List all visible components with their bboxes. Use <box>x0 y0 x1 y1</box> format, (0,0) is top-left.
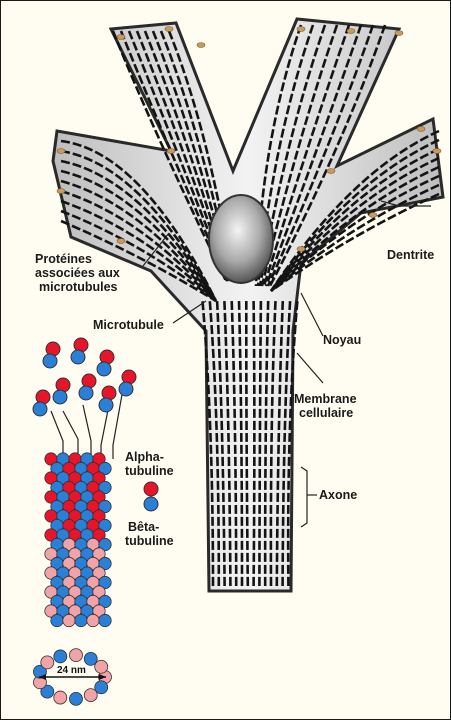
associated-protein <box>297 247 305 252</box>
label-dendrite: Dentrite <box>387 248 434 262</box>
label-microtubule: Microtubule <box>93 318 164 332</box>
label-proteines-3: microtubules <box>39 280 118 294</box>
associated-protein <box>117 239 125 244</box>
beta-subunit <box>53 390 67 404</box>
beta-subunit <box>71 350 85 364</box>
associated-protein <box>369 213 377 218</box>
label-beta-1: Bêta- <box>128 520 159 534</box>
label-membrane-2: cellulaire <box>299 406 353 420</box>
associated-protein <box>57 189 65 194</box>
label-axone: Axone <box>319 488 357 502</box>
ring-subunit <box>69 692 82 705</box>
tubulin-bead <box>87 614 99 626</box>
ring-subunit <box>41 656 54 669</box>
tubulin-bead <box>63 614 75 626</box>
beta-subunit <box>79 386 93 400</box>
tubulin-bead <box>51 614 63 626</box>
beta-subunit <box>99 398 113 412</box>
label-membrane-1: Membrane <box>294 392 357 406</box>
ring-subunit <box>69 649 82 662</box>
ring-subunit <box>54 691 67 704</box>
ring-subunit <box>95 660 108 673</box>
associated-protein <box>297 27 305 32</box>
nucleus <box>209 195 273 283</box>
label-alpha-1: Alpha- <box>125 450 164 464</box>
associated-protein <box>347 29 355 34</box>
beta-subunit <box>97 362 111 376</box>
associated-protein <box>117 35 125 40</box>
label-noyau: Noyau <box>323 333 361 347</box>
associated-protein <box>165 27 173 32</box>
ring-subunit <box>54 650 67 663</box>
label-diameter: 24 nm <box>57 665 86 676</box>
label-beta-2: tubuline <box>125 534 174 548</box>
tubulin-bead <box>99 614 111 626</box>
beta-subunit <box>43 354 57 368</box>
legend-dimer <box>144 482 158 511</box>
ring-subunit <box>84 689 97 702</box>
label-proteines-1: Protéines <box>35 252 92 266</box>
legend-beta <box>144 497 158 511</box>
tubulin-bead <box>75 614 87 626</box>
associated-protein <box>395 31 403 36</box>
microtubule-cylinder <box>45 453 111 627</box>
associated-protein <box>197 43 205 48</box>
label-alpha-2: tubuline <box>125 464 174 478</box>
beta-subunit <box>119 382 133 396</box>
beta-subunit <box>33 402 47 416</box>
associated-protein <box>167 149 175 154</box>
associated-protein <box>57 149 65 154</box>
label-proteines-2: associées aux <box>35 266 120 280</box>
associated-protein <box>327 169 335 174</box>
associated-protein <box>417 127 425 132</box>
legend-alpha <box>144 482 158 496</box>
associated-protein <box>433 149 441 154</box>
